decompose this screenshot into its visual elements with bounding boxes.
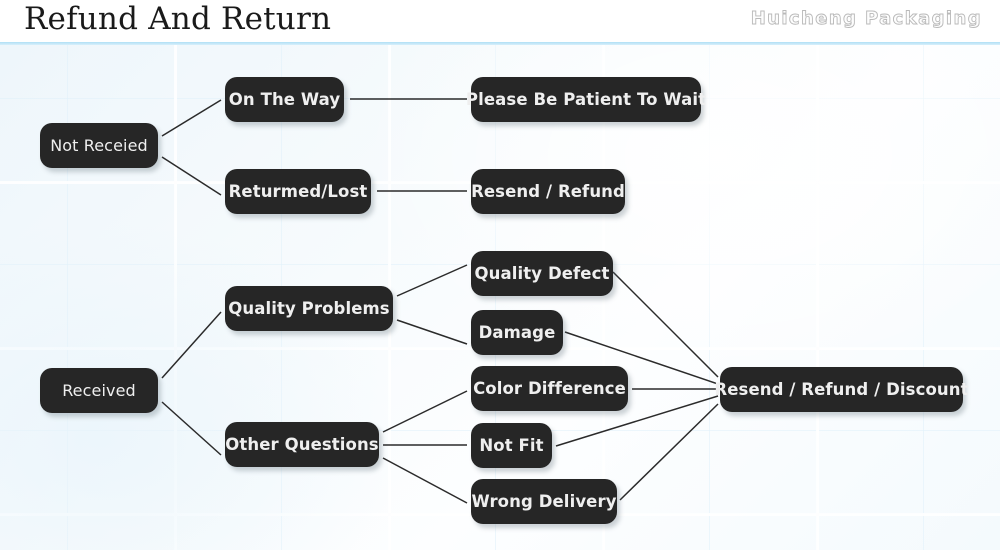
node-label: Resend / Refund / Discount	[714, 380, 969, 399]
header-divider	[0, 40, 1000, 45]
node-on-the-way[interactable]: On The Way	[225, 77, 344, 122]
node-label: Color Difference	[473, 379, 626, 398]
node-returned-lost[interactable]: Returmed/Lost	[225, 169, 371, 214]
node-not-fit[interactable]: Not Fit	[471, 423, 552, 468]
node-label: Please Be Patient To Wait	[465, 90, 707, 109]
node-resend-refund-discount[interactable]: Resend / Refund / Discount	[714, 367, 968, 412]
node-label: Quality Problems	[228, 299, 390, 318]
node-quality-defect[interactable]: Quality Defect	[471, 251, 613, 296]
node-not-received[interactable]: Not Receied	[40, 123, 158, 168]
node-other-questions[interactable]: Other Questions	[225, 422, 379, 467]
node-color-difference[interactable]: Color Difference	[471, 366, 628, 411]
node-label: Other Questions	[225, 435, 379, 454]
node-label: Not Fit	[479, 436, 544, 455]
node-label: Quality Defect	[474, 264, 610, 283]
node-label: Damage	[478, 323, 556, 342]
node-damage[interactable]: Damage	[471, 310, 563, 355]
node-label: Resend / Refund	[471, 182, 625, 201]
node-quality-problems[interactable]: Quality Problems	[225, 286, 393, 331]
node-resend-refund[interactable]: Resend / Refund	[471, 169, 625, 214]
node-label: Not Receied	[50, 136, 148, 155]
node-label: On The Way	[228, 90, 341, 109]
node-label: Wrong Delivery	[471, 492, 617, 511]
node-please-be-patient[interactable]: Please Be Patient To Wait	[466, 77, 706, 122]
node-label: Returmed/Lost	[228, 182, 368, 201]
slide-header: Refund And Return Huicheng Packaging	[0, 0, 1000, 42]
node-wrong-delivery[interactable]: Wrong Delivery	[471, 479, 617, 524]
brand-name: Huicheng Packaging	[750, 8, 982, 30]
page-title: Refund And Return	[24, 1, 332, 37]
node-received[interactable]: Received	[40, 368, 158, 413]
node-label: Received	[62, 381, 136, 400]
